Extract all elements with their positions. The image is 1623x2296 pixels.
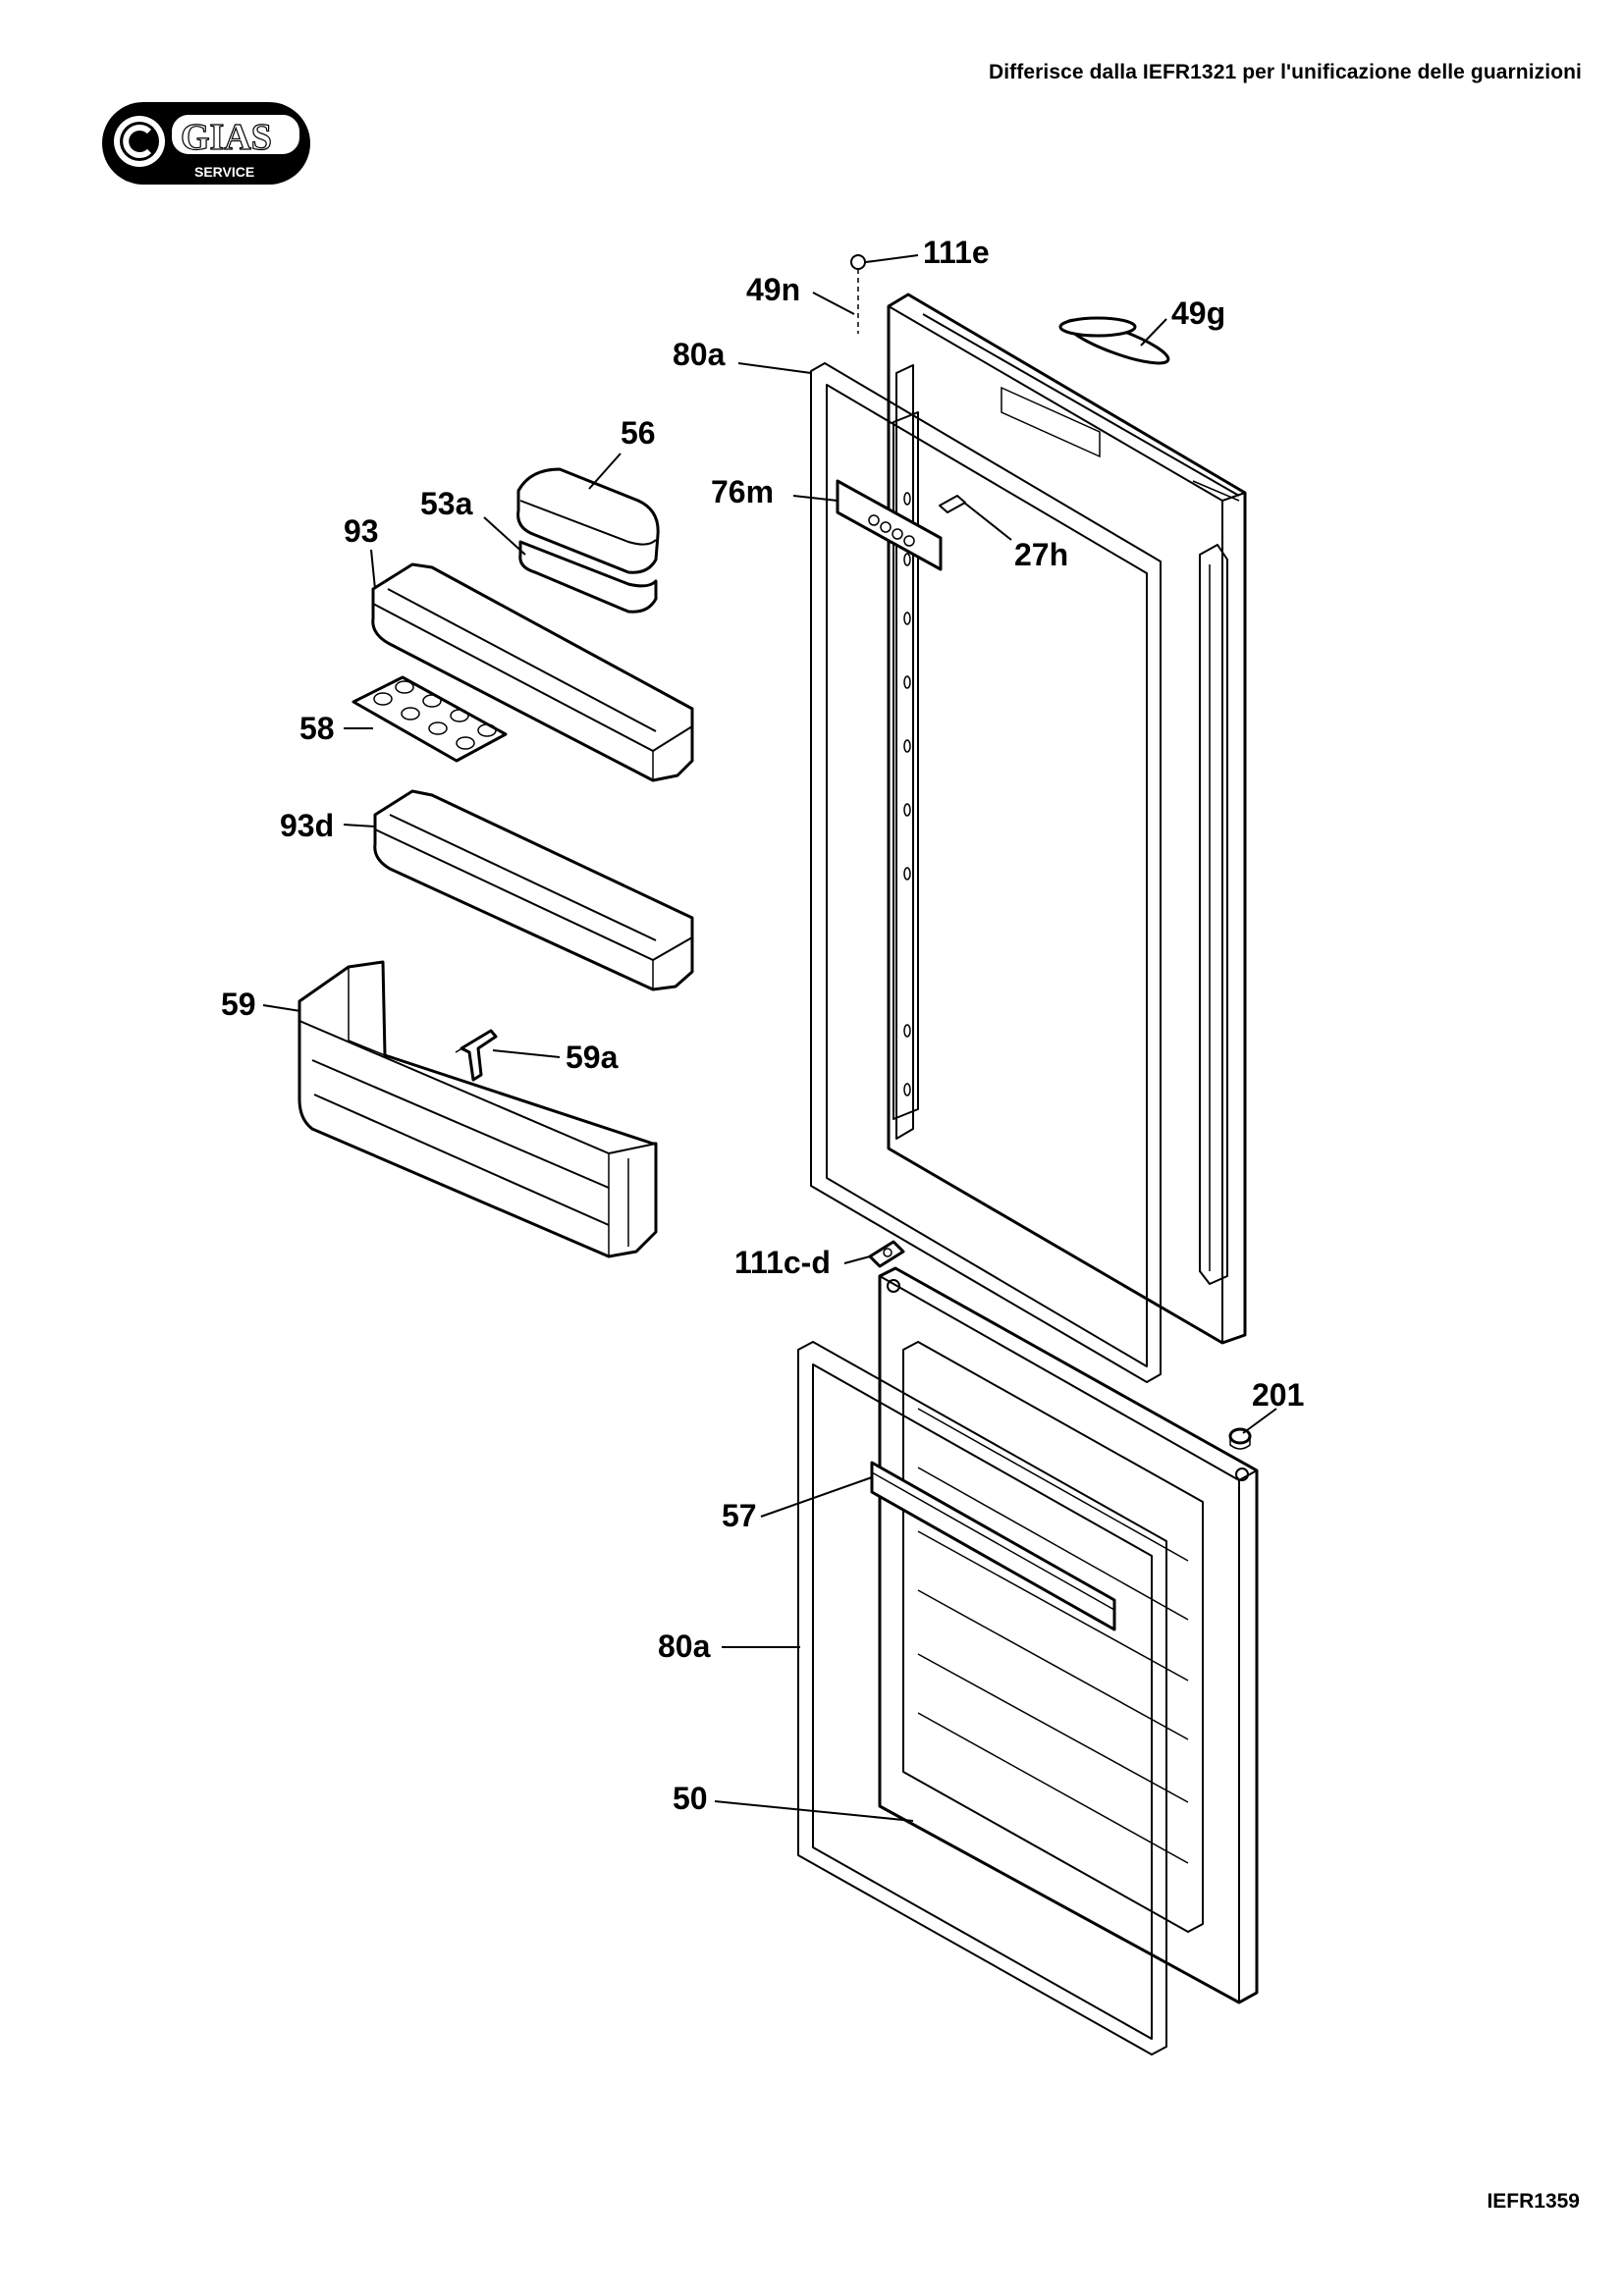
- part-76m-plate: [836, 479, 943, 571]
- gasket-80a-lower: [797, 1341, 1167, 2056]
- label-76m: 76m: [711, 474, 774, 509]
- part-57-flap: [870, 1461, 1116, 1631]
- document-note: Differisce dalla IEFR1321 per l'unificaz…: [988, 61, 1582, 83]
- label-80a-lower: 80a: [658, 1629, 711, 1664]
- part-93d-shelf: [373, 789, 694, 991]
- label-27h: 27h: [1014, 537, 1068, 572]
- label-50: 50: [673, 1781, 708, 1816]
- part-111cd-hinge: [868, 1240, 905, 1268]
- door-liner-strip: [893, 411, 919, 1120]
- logo-brand-text: GIAS: [181, 117, 272, 158]
- fridge-door-upper: [887, 293, 1247, 1345]
- part-59-bottle-bin: [298, 960, 658, 1258]
- part-58-egg-tray: [352, 675, 508, 763]
- leader-lines: [262, 254, 1277, 1822]
- part-labels: 111e 49n 49g 80a 56 53a 76m 27h 93 58 93…: [221, 235, 1304, 1816]
- part-56-lid: [516, 467, 660, 574]
- label-80a-upper: 80a: [673, 337, 726, 372]
- gasket-80a-upper: [810, 362, 1162, 1383]
- gias-service-logo: GIAS SERVICE: [102, 102, 310, 185]
- part-59a-clip: [455, 1029, 498, 1082]
- part-49g-cap: [1058, 316, 1170, 365]
- part-111e-screw: [850, 254, 866, 334]
- label-49n: 49n: [746, 272, 800, 307]
- label-56: 56: [621, 415, 656, 451]
- label-49g: 49g: [1171, 295, 1225, 331]
- label-201: 201: [1252, 1377, 1304, 1413]
- document-code: IEFR1359: [1487, 2190, 1580, 2213]
- logo-sub-text: SERVICE: [194, 164, 254, 180]
- label-93d: 93d: [280, 808, 334, 843]
- label-59a: 59a: [566, 1040, 619, 1075]
- label-58: 58: [299, 711, 335, 746]
- label-111e: 111e: [923, 235, 990, 270]
- part-93-shelf: [371, 562, 694, 782]
- label-59: 59: [221, 987, 256, 1022]
- label-111c-d: 111c-d: [734, 1245, 831, 1280]
- label-53a: 53a: [420, 486, 473, 521]
- freezer-door-lower: [878, 1266, 1259, 2004]
- label-93: 93: [344, 513, 379, 549]
- part-53a-box: [518, 540, 658, 614]
- label-57: 57: [722, 1498, 757, 1533]
- part-201-cap: [1228, 1427, 1252, 1450]
